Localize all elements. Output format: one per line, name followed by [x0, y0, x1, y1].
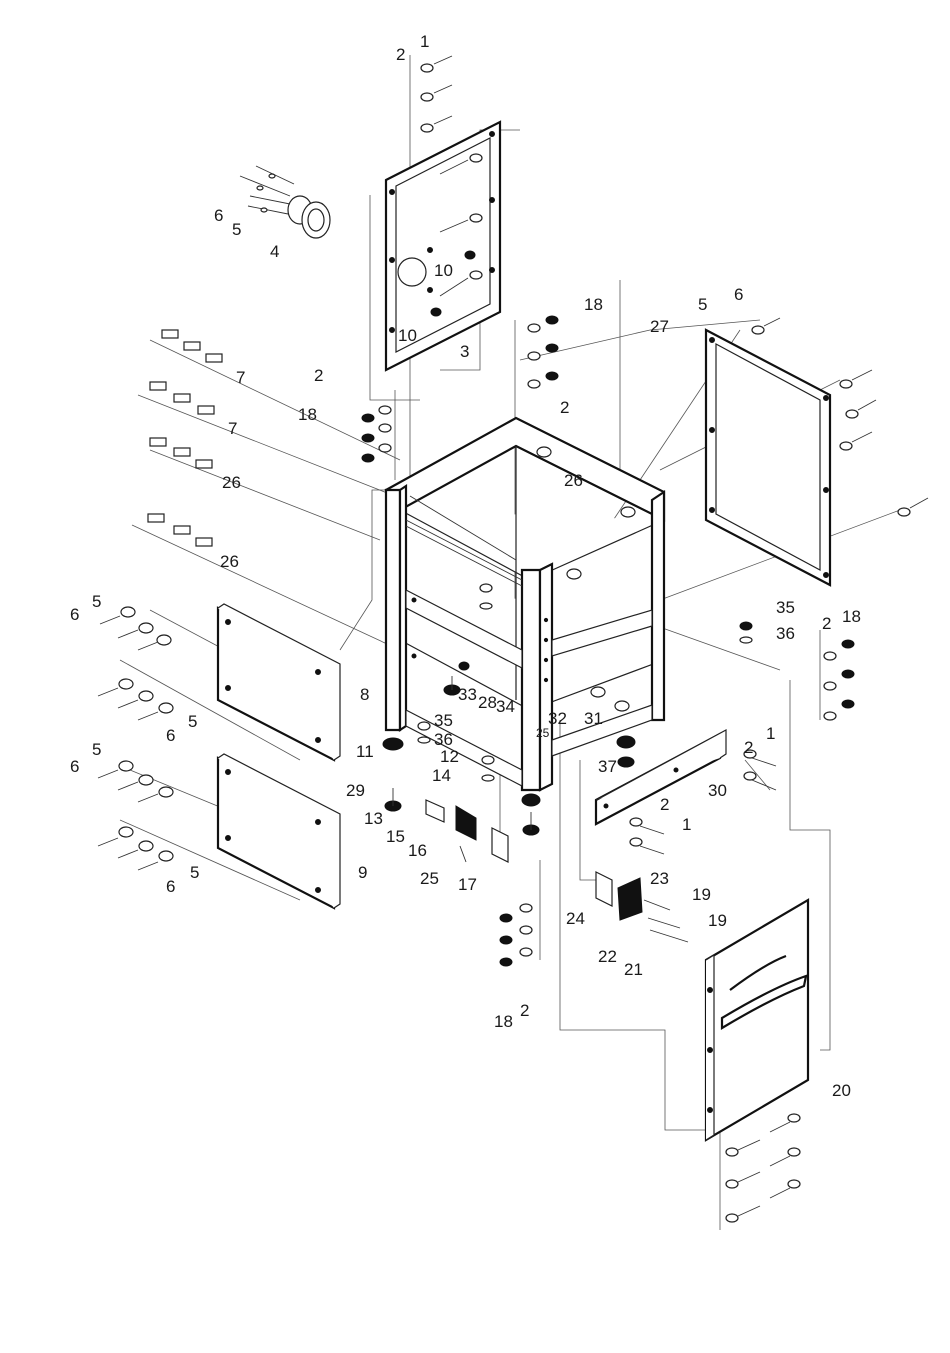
callout-label: 24 — [566, 909, 585, 928]
callout-label: 2 — [660, 795, 669, 814]
callout-label: 25 — [536, 726, 550, 740]
callout-label: 30 — [708, 781, 727, 800]
callout-label: 5 — [92, 592, 101, 611]
callout-label: 9 — [358, 863, 367, 882]
callout-label: 7 — [236, 368, 245, 387]
callout-label: 2 — [744, 738, 753, 757]
callout-label: 26 — [222, 473, 241, 492]
callout-label: 13 — [364, 809, 383, 828]
callout-label: 10 — [434, 261, 453, 280]
callout-label: 12 — [440, 747, 459, 766]
callout-label: 5 — [698, 295, 707, 314]
callout-label: 31 — [584, 709, 603, 728]
callout-label: 2 — [560, 398, 569, 417]
callout-label: 5 — [188, 712, 197, 731]
callout-label: 8 — [360, 685, 369, 704]
callout-label: 18 — [298, 405, 317, 424]
callout-label: 4 — [270, 242, 279, 261]
callout-label: 23 — [650, 869, 669, 888]
callout-label: 21 — [624, 960, 643, 979]
callout-label: 5 — [232, 220, 241, 239]
callout-label: 26 — [220, 552, 239, 571]
callout-label: 29 — [346, 781, 365, 800]
cabinet-frame — [386, 418, 664, 790]
callout-label: 6 — [214, 206, 223, 225]
callout-label: 10 — [398, 326, 417, 345]
callout-label: 1 — [682, 815, 691, 834]
callout-label: 6 — [734, 285, 743, 304]
callout-label: 18 — [584, 295, 603, 314]
callout-label: 15 — [386, 827, 405, 846]
callout-label: 2 — [314, 366, 323, 385]
callout-label: 22 — [598, 947, 617, 966]
callout-label: 35 — [776, 598, 795, 617]
left-panel-lower — [218, 754, 340, 908]
callout-label: 17 — [458, 875, 477, 894]
callout-label: 19 — [708, 911, 727, 930]
callout-label: 3 — [460, 342, 469, 361]
callout-label: 37 — [598, 757, 617, 776]
front-door — [706, 900, 808, 1140]
callout-label: 14 — [432, 766, 451, 785]
callout-label: 6 — [166, 877, 175, 896]
callout-label: 16 — [408, 841, 427, 860]
callout-label: 6 — [166, 726, 175, 745]
callout-label: 25 — [420, 869, 439, 888]
callout-label: 19 — [692, 885, 711, 904]
callout-label: 26 — [564, 471, 583, 490]
callout-label: 28 — [478, 693, 497, 712]
callout-label: 1 — [420, 32, 429, 51]
callout-label: 2 — [520, 1001, 529, 1020]
callout-label: 7 — [228, 419, 237, 438]
callout-label: 2 — [822, 614, 831, 633]
round-collar — [288, 196, 330, 238]
callout-label: 35 — [434, 711, 453, 730]
callout-label: 34 — [496, 697, 515, 716]
callout-label: 20 — [832, 1081, 851, 1100]
callout-label: 6 — [70, 757, 79, 776]
callout-label: 5 — [92, 740, 101, 759]
left-panel-upper — [218, 604, 340, 760]
callout-label: 36 — [776, 624, 795, 643]
callout-label: 33 — [458, 685, 477, 704]
callout-label: 5 — [190, 863, 199, 882]
callout-label: 2 — [396, 45, 405, 64]
callout-label: 6 — [70, 605, 79, 624]
callout-label: 11 — [356, 742, 374, 761]
callout-label: 1 — [766, 724, 775, 743]
callout-label: 32 — [548, 709, 567, 728]
right-side-panel — [706, 330, 830, 585]
callout-label: 18 — [842, 607, 861, 626]
callout-label: 18 — [494, 1012, 513, 1031]
callout-label: 27 — [650, 317, 669, 336]
